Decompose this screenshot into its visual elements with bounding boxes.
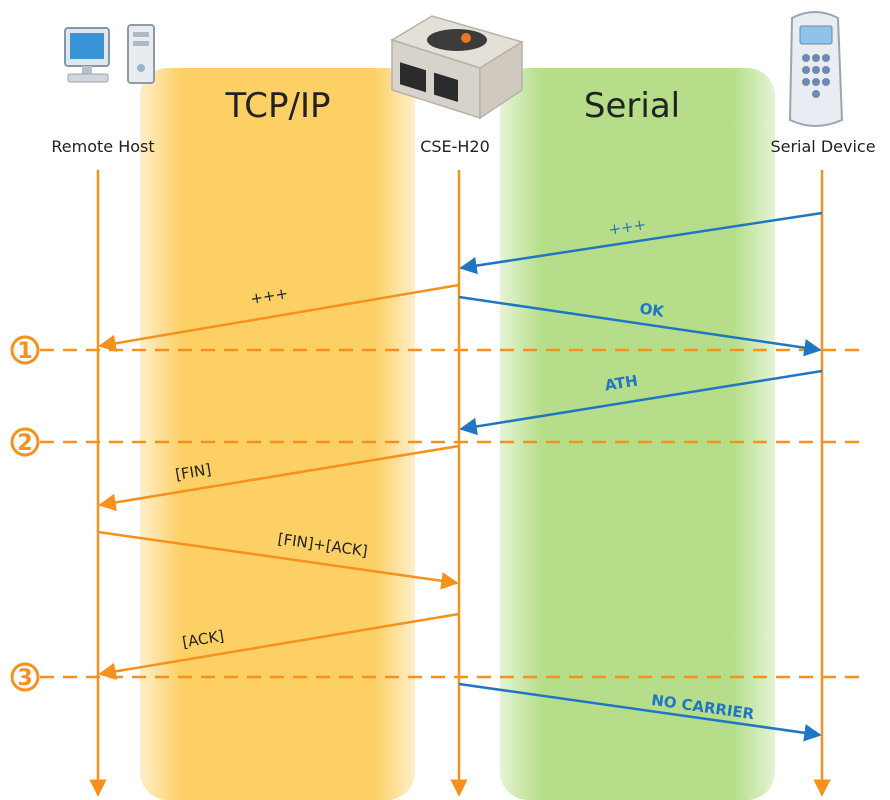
message-1-label: +++ [607,215,647,238]
step-2-marker: 2 [10,427,40,457]
serial-device-label: Serial Device [770,137,875,156]
serial-device-server-icon [390,15,524,120]
cse-h20-label: CSE-H20 [420,137,490,156]
message-5-label: [FIN] [174,460,212,484]
keypad-terminal-icon [788,11,844,127]
step-1-number: 1 [17,339,32,364]
message-3-label: OK [638,299,666,321]
step-3-marker: 3 [10,662,40,692]
tcpip-lane [140,68,415,800]
message-2-arrow [98,283,460,352]
message-4-arrow [459,369,823,436]
message-3-arrow [458,295,822,357]
message-7-arrow [98,612,460,681]
desktop-computer-icon [64,24,155,84]
step-1-marker: 1 [10,335,40,365]
tcpip-lane-label: TCP/IP [224,86,330,126]
message-5-arrow [98,444,460,512]
remote-host-label: Remote Host [51,137,154,156]
message-4-label: ATH [603,372,639,395]
serial-lane-label: Serial [584,86,680,126]
step-3-number: 3 [17,666,32,691]
message-8-arrow [458,682,822,742]
serial-lane [500,68,775,800]
message-6-arrow [97,530,459,590]
message-1-arrow [459,211,823,275]
step-2-number: 2 [17,431,32,456]
